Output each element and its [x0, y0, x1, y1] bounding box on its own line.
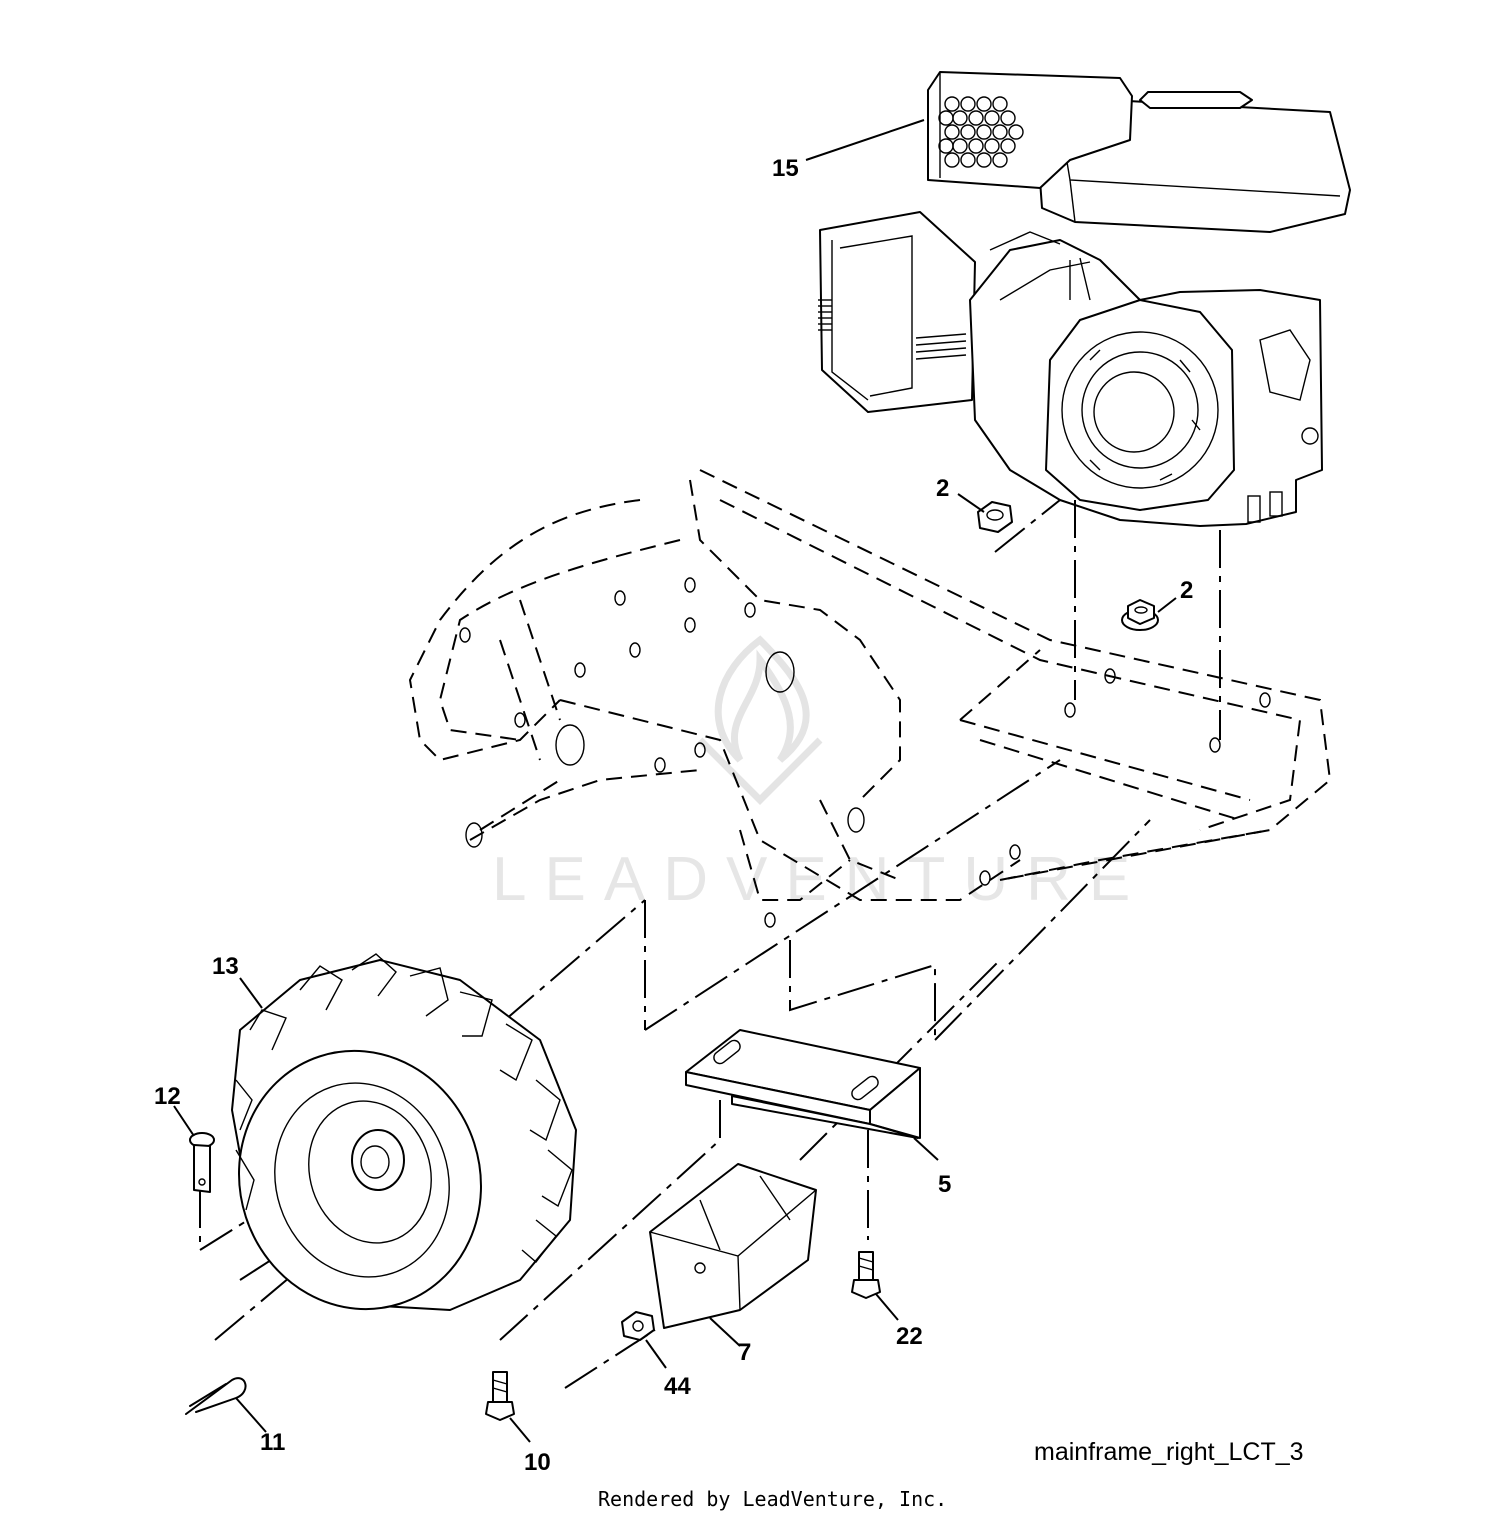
bolt-lower: [485, 1371, 515, 1421]
tire-tread: [235, 953, 573, 1264]
flange-nut-right: [1121, 599, 1159, 631]
hex-nut: [621, 1311, 655, 1341]
weight-block: [649, 1163, 817, 1329]
clevis-pin: [189, 1132, 215, 1193]
callout-7: 7: [738, 1339, 751, 1366]
footer-credit: Rendered by LeadVenture, Inc.: [598, 1487, 947, 1511]
callout-15: 15: [772, 155, 799, 182]
watermark: LEADVENTURE: [492, 635, 1148, 914]
callout-2-right: 2: [1180, 577, 1193, 604]
callout-labels: 15 2 2 13 12 5 7 22 44 11 10: [154, 155, 1193, 1476]
watermark-text: LEADVENTURE: [492, 845, 1148, 914]
callout-10: 10: [524, 1449, 551, 1476]
bolt-upper: [851, 1251, 881, 1299]
callout-13: 13: [212, 953, 239, 980]
flange-nut-upper: [977, 501, 1013, 533]
callout-5: 5: [938, 1171, 951, 1198]
callout-2-upper: 2: [936, 475, 949, 502]
engine: [818, 71, 1351, 527]
tiller-frame-phantom: [408, 469, 1332, 928]
frame-holes: [459, 577, 1271, 928]
heat-shield-vents: [938, 96, 1024, 168]
wheel-tire: [231, 953, 577, 1311]
mounting-bracket: [685, 1029, 921, 1139]
figure-reference: mainframe_right_LCT_3: [1034, 1438, 1304, 1466]
callout-11: 11: [260, 1429, 285, 1456]
hairpin-clip: [185, 1377, 247, 1415]
callout-12: 12: [154, 1083, 181, 1110]
watermark-logo-icon: [697, 635, 823, 805]
callout-22: 22: [896, 1323, 923, 1350]
leader-lines: [173, 119, 1177, 1443]
callout-44: 44: [664, 1373, 691, 1400]
